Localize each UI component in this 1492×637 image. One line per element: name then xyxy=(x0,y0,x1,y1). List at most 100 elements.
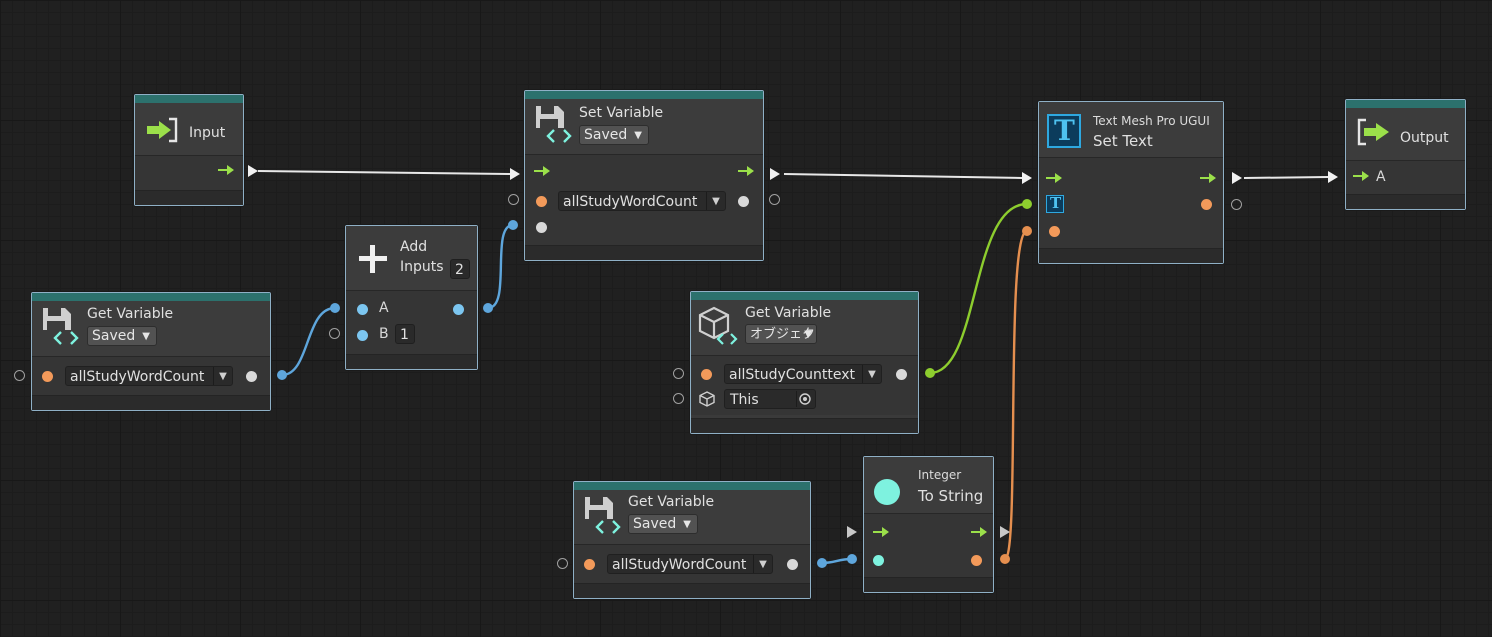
scope-label: Saved xyxy=(633,516,677,532)
variable-name-dropdown[interactable]: allStudyWordCount ▼ xyxy=(607,554,773,574)
node-body: A xyxy=(1346,161,1465,197)
variable-scope-dropdown[interactable]: Saved ▼ xyxy=(628,514,698,534)
port-label-a: A xyxy=(379,300,389,316)
scope-label: オブジェク xyxy=(750,327,816,342)
value-out-port[interactable] xyxy=(896,369,907,380)
node-header: Get Variable Saved ▼ xyxy=(574,490,810,545)
node-body: A B 1 xyxy=(346,291,477,357)
node-header-bar xyxy=(691,292,918,300)
node-subtitle: Integer xyxy=(918,468,962,482)
node-body: allStudyWordCount ▼ xyxy=(32,357,270,397)
node-footer xyxy=(691,418,918,433)
input-b-value-field[interactable]: 1 xyxy=(395,324,415,344)
get-object-variable-node[interactable]: Get Variable オブジェク ▼ allStudyCounttext ▼… xyxy=(690,291,919,434)
integer-in-port[interactable] xyxy=(873,555,884,566)
variable-name-port[interactable] xyxy=(584,559,595,570)
value-out-port[interactable] xyxy=(787,559,798,570)
variable-name-dropdown[interactable]: allStudyCounttext ▼ xyxy=(724,364,882,384)
node-title-line2: Inputs xyxy=(400,259,444,275)
value-out-port[interactable] xyxy=(1231,199,1242,210)
flow-in-port[interactable] xyxy=(510,168,520,180)
set-variable-node[interactable]: Set Variable Saved ▼ allStudyWordCount ▼ xyxy=(524,90,764,261)
variable-scope-dropdown[interactable]: Saved ▼ xyxy=(579,125,649,145)
circle-icon xyxy=(874,479,900,505)
value-in-port[interactable] xyxy=(508,194,519,205)
value-out-port[interactable] xyxy=(246,371,257,382)
node-title: Set Text xyxy=(1093,132,1153,150)
scope-label: Saved xyxy=(92,328,136,344)
node-footer xyxy=(135,190,243,205)
variable-name-dropdown[interactable]: allStudyWordCount ▼ xyxy=(65,366,233,386)
flow-arrow-icon xyxy=(218,165,234,175)
get-variable-node-bottom[interactable]: Get Variable Saved ▼ allStudyWordCount ▼ xyxy=(573,481,811,599)
string-out-port[interactable] xyxy=(971,555,982,566)
value-in-port[interactable] xyxy=(673,368,684,379)
chevron-down-icon: ▼ xyxy=(804,329,812,340)
node-header: T Text Mesh Pro UGUI Set Text xyxy=(1039,102,1223,158)
node-header: Add Inputs 2 xyxy=(346,226,477,291)
variable-name-dropdown[interactable]: allStudyWordCount ▼ xyxy=(558,191,726,211)
variable-scope-dropdown[interactable]: オブジェク ▼ xyxy=(745,324,817,344)
node-footer xyxy=(346,354,477,369)
value-out-port[interactable] xyxy=(738,196,749,207)
flow-arrow-icon xyxy=(534,166,550,176)
set-text-node[interactable]: T Text Mesh Pro UGUI Set Text T xyxy=(1038,101,1224,264)
chevron-down-icon: ▼ xyxy=(213,367,232,385)
text-component-icon: T xyxy=(1046,194,1064,213)
get-variable-node[interactable]: Get Variable Saved ▼ allStudyWordCount ▼ xyxy=(31,292,271,411)
node-title: Get Variable xyxy=(87,306,174,322)
value-in-port[interactable] xyxy=(557,558,568,569)
value-out-port[interactable] xyxy=(1201,199,1212,210)
input-node[interactable]: Input xyxy=(134,94,244,206)
variable-name-port[interactable] xyxy=(536,196,547,207)
flow-out-port[interactable] xyxy=(248,165,258,177)
flow-in-port[interactable] xyxy=(1022,172,1032,184)
node-footer xyxy=(1346,194,1465,209)
chevron-down-icon: ▼ xyxy=(862,365,881,383)
node-header: Input xyxy=(135,103,243,156)
flow-in-port[interactable] xyxy=(847,526,857,538)
value-out-port[interactable] xyxy=(769,194,780,205)
node-header: Set Variable Saved ▼ xyxy=(525,99,763,155)
value-in-port[interactable] xyxy=(673,393,684,404)
flow-arrow-icon xyxy=(738,166,754,176)
chevron-down-icon: ▼ xyxy=(753,555,772,573)
save-variable-icon xyxy=(585,497,621,534)
port-label-b: B xyxy=(379,326,389,342)
variable-name: allStudyCounttext xyxy=(729,367,855,383)
flow-in-port[interactable] xyxy=(1328,171,1338,183)
cube-small-icon xyxy=(699,391,715,407)
variable-name-port[interactable] xyxy=(42,371,53,382)
node-header-bar xyxy=(574,482,810,490)
value-in-port[interactable] xyxy=(536,222,547,233)
flow-out-port[interactable] xyxy=(1000,526,1010,538)
target-object-field[interactable]: This xyxy=(724,389,816,409)
sum-out-port[interactable] xyxy=(453,304,464,315)
text-value-port[interactable] xyxy=(1049,226,1060,237)
input-count-field[interactable]: 2 xyxy=(450,259,470,279)
text-mesh-pro-icon: T xyxy=(1047,114,1081,148)
node-header: Output xyxy=(1346,108,1465,161)
flow-out-port[interactable] xyxy=(1232,172,1242,184)
add-inputs-node[interactable]: Add Inputs 2 A B 1 xyxy=(345,225,478,370)
object-picker-icon[interactable] xyxy=(796,391,813,407)
node-header-bar xyxy=(1346,100,1465,108)
value-in-port[interactable] xyxy=(329,328,340,339)
variable-name-port[interactable] xyxy=(701,369,712,380)
input-a-port[interactable] xyxy=(357,304,368,315)
node-body: allStudyCounttext ▼ This xyxy=(691,356,918,415)
chevron-down-icon: ▼ xyxy=(683,519,691,530)
flow-arrow-icon xyxy=(1200,173,1216,183)
chevron-down-icon: ▼ xyxy=(634,130,642,141)
variable-scope-dropdown[interactable]: Saved ▼ xyxy=(87,326,157,346)
node-footer xyxy=(1039,248,1223,263)
node-title: Input xyxy=(189,125,226,141)
scope-label: Saved xyxy=(584,127,628,143)
node-subtitle: Text Mesh Pro UGUI xyxy=(1093,114,1210,128)
save-variable-icon xyxy=(536,106,572,143)
output-node[interactable]: Output A xyxy=(1345,99,1466,210)
input-b-port[interactable] xyxy=(357,330,368,341)
integer-to-string-node[interactable]: Integer To String xyxy=(863,456,994,593)
value-in-port[interactable] xyxy=(14,370,25,381)
flow-out-port[interactable] xyxy=(770,168,780,180)
